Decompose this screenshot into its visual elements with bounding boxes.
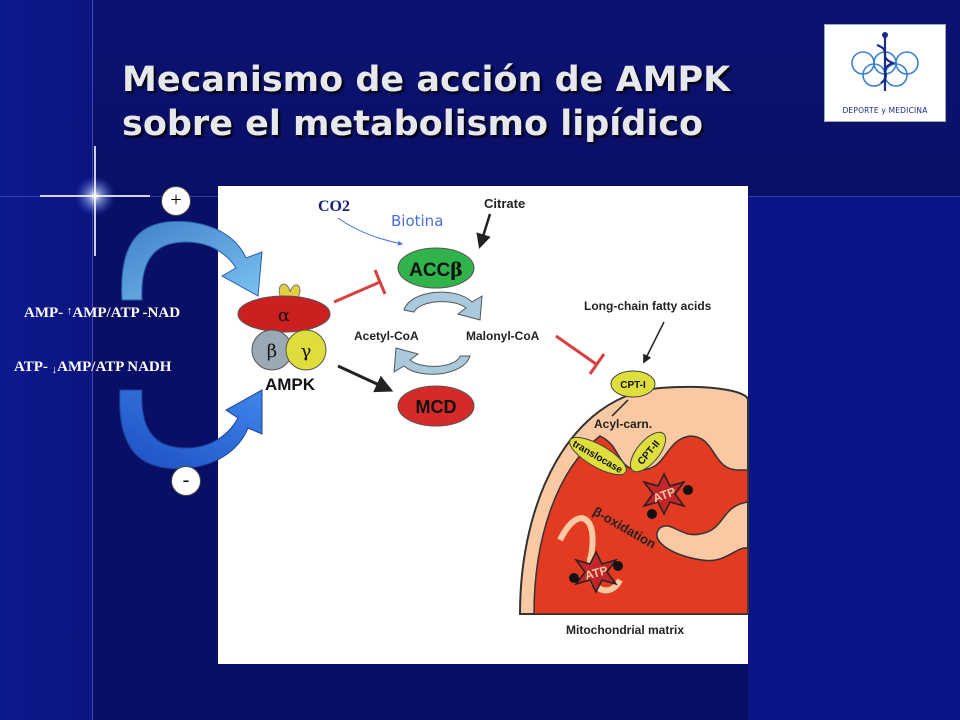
ampk-activates-mcd-arrow (337, 364, 394, 393)
title-line-1: Mecanismo de acción de AMPK (122, 60, 731, 100)
cpt1-transporter (610, 370, 656, 398)
top-background (0, 0, 960, 196)
atp-star-icon (642, 472, 686, 516)
atp-dot (647, 509, 657, 519)
malonyl-coa-label: Malonyl-CoA (466, 329, 540, 343)
atp-burst-upper: ATP (642, 472, 686, 516)
deporte-medicina-logo: DEPORTE y MEDICINA (824, 24, 946, 122)
ampk-leaf-icon (278, 283, 301, 299)
citrate-label: Citrate (484, 196, 525, 211)
malonyl-inhibits-cpt1-line (555, 334, 597, 366)
inhibitor-text: AMP/ATP NADH (57, 359, 172, 375)
malonyl-inhibits-cpt1-bar (588, 353, 606, 375)
down-arrow-icon: ↓ (51, 364, 58, 376)
translocase-transporter (569, 436, 627, 476)
acc-label: ACCβ (409, 259, 463, 281)
inhibitor-prefix: ATP- (14, 359, 52, 375)
activation-curved-arrow (121, 220, 263, 301)
ampk-beta-label: β (267, 341, 277, 362)
biotina-annotation-arrow (337, 217, 403, 246)
acc-enzyme (397, 247, 475, 289)
citrate-to-acc-arrow (476, 213, 492, 249)
slide-title: Mecanismo de acción de AMPK sobre el met… (122, 58, 802, 146)
atp-label-lower: ATP (583, 563, 609, 583)
title-line-2: sobre el metabolismo lipídico (122, 104, 704, 144)
left-background-band (0, 0, 92, 720)
plus-sign-badge: + (161, 186, 191, 216)
mcd-cycle-arrow (393, 347, 471, 375)
vertical-guide-line (92, 0, 93, 720)
atp-dot (683, 485, 693, 495)
activator-prefix: AMP- (24, 305, 67, 321)
ampk-inhibits-acc-bar (373, 269, 387, 295)
up-arrow-icon: ↑ (66, 305, 73, 317)
logo-caption: DEPORTE y MEDICINA (842, 106, 928, 115)
right-background-band (748, 196, 960, 720)
acyl-carn-label: Acyl-carn. (594, 417, 652, 431)
atp-dot (613, 561, 623, 571)
mcd-enzyme (397, 385, 475, 427)
minus-sign-badge: - (171, 466, 201, 496)
cpt1-label: CPT-I (620, 380, 646, 391)
acc-label-text: ACC (409, 260, 450, 281)
atp-burst-lower: ATP (574, 550, 618, 594)
inhibitor-label: ATP- ↓AMP/ATP NADH (14, 359, 171, 376)
acc-label-greek: β (450, 259, 463, 281)
ampk-complex: α β γ AMPK (237, 283, 331, 394)
inhibition-curved-arrow (119, 389, 263, 470)
long-chain-fatty-acids-label: Long-chain fatty acids (584, 299, 712, 313)
mitochondrial-matrix-label: Mitochondrial matrix (566, 623, 684, 637)
ampk-inhibits-acc-line (333, 280, 381, 304)
atp-star-icon (574, 550, 618, 594)
acc-cycle-arrow (403, 291, 483, 321)
olympic-rings-caduceus-icon (851, 32, 919, 91)
ampk-gamma-label: γ (301, 341, 312, 362)
acetyl-coa-label: Acetyl-CoA (354, 329, 419, 343)
biotina-label: Biotina (391, 212, 444, 230)
ampk-label: AMPK (265, 375, 316, 394)
ampk-alpha-label: α (278, 305, 290, 326)
co2-label: CO2 (318, 198, 350, 215)
ampk-alpha-subunit (237, 295, 331, 333)
sparkle-decoration (40, 146, 150, 256)
cpt2-transporter (629, 431, 667, 473)
atp-dot (569, 573, 579, 583)
activator-label: AMP- ↑AMP/ATP -NAD (24, 305, 180, 322)
panel-edge-mask (218, 296, 228, 386)
mcd-label: MCD (416, 397, 457, 417)
fatty-acids-to-cpt1-arrow (643, 321, 665, 364)
cristae-fold (557, 515, 623, 594)
acyl-carn-arrow (611, 399, 629, 417)
ampk-gamma-subunit (285, 329, 327, 371)
activator-text: AMP/ATP -NAD (72, 305, 181, 321)
